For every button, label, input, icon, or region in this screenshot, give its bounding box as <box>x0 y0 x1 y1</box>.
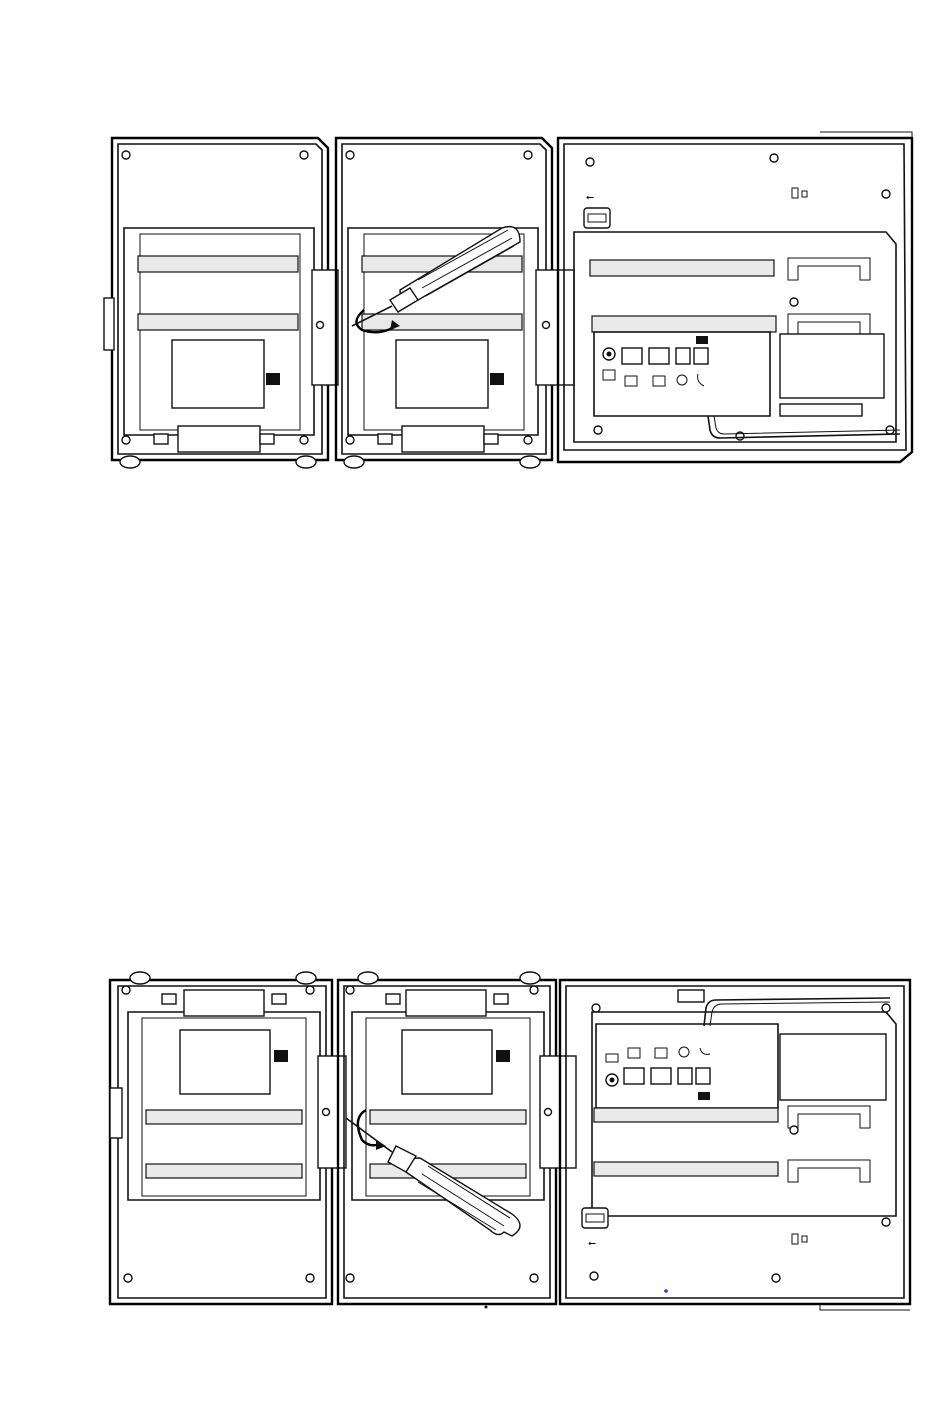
stray-mark <box>485 1306 488 1309</box>
rear-view-top-drawing: ⭠ <box>100 130 920 475</box>
kensington-lock-icon <box>792 1234 798 1244</box>
screw-icon <box>524 151 532 159</box>
headset-port-icon <box>676 348 690 364</box>
pc-port-icon <box>651 1068 671 1084</box>
screw-icon <box>300 151 308 159</box>
stray-mark-accent <box>664 1289 668 1293</box>
handset-port-icon <box>694 348 708 364</box>
usb-icon: ⭠ <box>588 1238 596 1249</box>
network-port-icon <box>622 348 642 364</box>
screw-icon <box>300 436 308 444</box>
connecting-bracket-2 <box>540 1056 576 1168</box>
screw-icon <box>346 436 354 444</box>
phone-base: ⭠ <box>560 980 910 1310</box>
screw-icon <box>346 151 354 159</box>
connecting-bracket-2 <box>536 270 574 385</box>
headset-port-icon <box>678 1068 692 1084</box>
network-port-icon <box>624 1068 644 1084</box>
screw-icon <box>122 151 130 159</box>
side-clip <box>110 1088 122 1138</box>
connecting-bracket-1 <box>318 1056 346 1168</box>
kensington-lock-icon <box>792 188 798 198</box>
phone-base: ⭠ <box>558 132 912 462</box>
side-clip <box>104 298 114 350</box>
connecting-bracket-1 <box>312 270 338 385</box>
rear-view-bottom-figure: ⭠ <box>100 968 920 1313</box>
rear-view-bottom-drawing: ⭠ <box>100 968 920 1313</box>
expansion-port-icon <box>698 1092 710 1100</box>
usb-icon: ⭠ <box>586 192 594 203</box>
expansion-module-1 <box>104 138 328 468</box>
screw-icon <box>524 436 532 444</box>
expansion-module-1 <box>110 972 332 1304</box>
expansion-port-icon <box>696 336 708 344</box>
screw-icon <box>122 436 130 444</box>
pc-port-icon <box>649 348 669 364</box>
expansion-module-2 <box>338 972 556 1304</box>
rear-view-top-figure: ⭠ <box>100 130 920 475</box>
handset-port-icon <box>696 1068 710 1084</box>
expansion-module-2 <box>336 138 552 468</box>
